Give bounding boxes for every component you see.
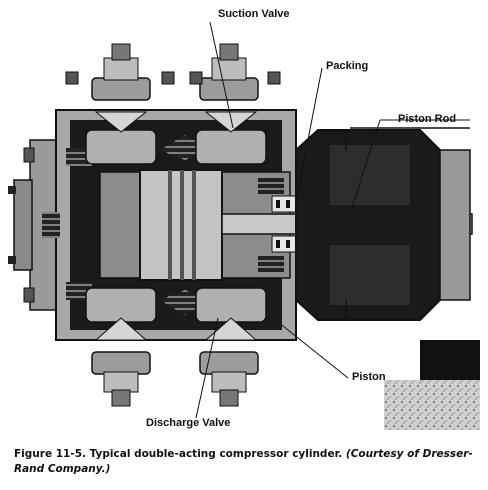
leader-lines [195,21,470,419]
compressor-cylinder-diagram [8,21,480,430]
suction-valve-right [189,43,281,165]
piston-label: Piston [352,371,386,383]
suction-valve-label: Suction Valve [218,8,290,20]
packing-label: Packing [326,60,369,72]
crosshead-base [384,340,480,430]
discharge-valve-left [85,287,157,407]
caption-text: Figure 11-5. Typical double-acting compr… [14,448,346,460]
caption-credit: (Courtesy of Dresser-Rand Company.) [14,448,473,475]
discharge-valve-label: Discharge Valve [146,417,231,429]
figure-caption: Figure 11-5. Typical double-acting compr… [14,447,476,477]
suction-valve-left [65,43,175,165]
piston-rod-label: Piston Rod [398,113,457,125]
piston [139,169,223,281]
discharge-valve-right [195,287,267,407]
distance-piece [295,127,471,321]
